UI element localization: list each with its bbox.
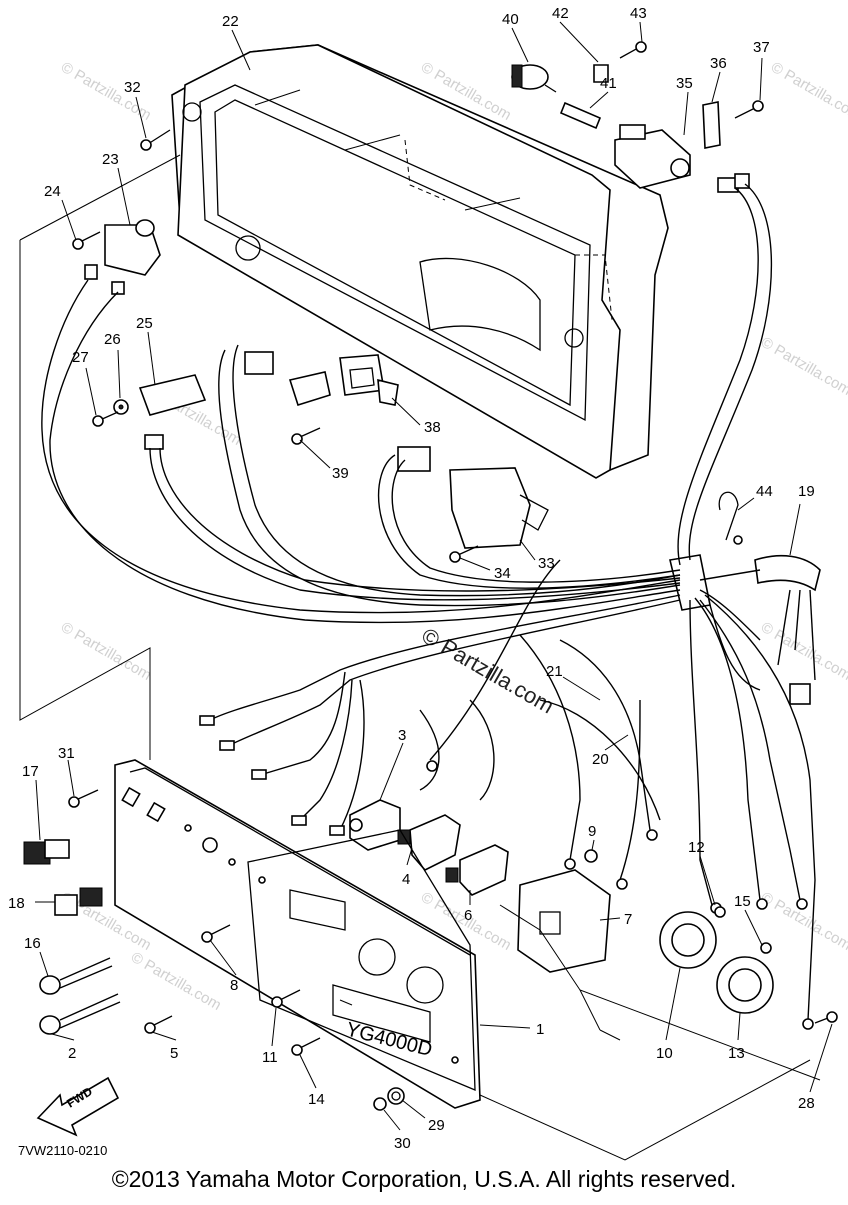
- forward-arrow: FWD: [36, 1076, 120, 1137]
- callout-33: 33: [538, 555, 555, 572]
- watermark: © Partzilla.com: [58, 619, 154, 684]
- upper-right-parts: [511, 41, 764, 193]
- callout-21: 21: [546, 663, 563, 680]
- left-upper-parts: [72, 129, 171, 295]
- transformer-38-area: [244, 351, 399, 445]
- module-25-area: [92, 374, 207, 450]
- callout-20: 20: [592, 751, 609, 768]
- callout-29: 29: [428, 1117, 445, 1134]
- harness-end-19: [669, 491, 821, 705]
- callout-17: 17: [22, 763, 39, 780]
- callout-3: 3: [398, 727, 406, 744]
- wiring-harness: [41, 183, 816, 1030]
- callout-44: 44: [756, 483, 773, 500]
- watermark-center: © Partzilla.com: [418, 623, 559, 719]
- capacitor-33-area: [397, 446, 549, 563]
- callout-2: 2: [68, 1045, 76, 1062]
- callout-9: 9: [588, 823, 596, 840]
- left-lower-parts: [23, 789, 121, 1035]
- front-panel: YG4000D: [114, 759, 481, 1109]
- callout-labels: 22 40 42 43 37 32 41 35 36 23 24 25 26 2…: [8, 5, 815, 1152]
- callout-40: 40: [502, 11, 519, 28]
- callout-23: 23: [102, 151, 119, 168]
- callout-39: 39: [332, 465, 349, 482]
- callout-43: 43: [630, 5, 647, 22]
- fasteners: [144, 924, 838, 1111]
- callout-22: 22: [222, 13, 239, 30]
- callout-1: 1: [536, 1021, 544, 1038]
- callout-35: 35: [676, 75, 693, 92]
- callout-19: 19: [798, 483, 815, 500]
- callout-6: 6: [464, 907, 472, 924]
- watermark: © Partzilla.com: [768, 59, 848, 124]
- callout-11: 11: [262, 1049, 278, 1066]
- callout-13: 13: [728, 1045, 745, 1062]
- watermark: © Partzilla.com: [758, 619, 848, 684]
- callout-37: 37: [753, 39, 770, 56]
- callout-31: 31: [58, 745, 75, 762]
- copyright-footer: ©2013 Yamaha Motor Corporation, U.S.A. A…: [111, 1166, 737, 1192]
- callout-38: 38: [424, 419, 441, 436]
- callout-42: 42: [552, 5, 569, 22]
- callout-26: 26: [104, 331, 121, 348]
- callout-24: 24: [44, 183, 61, 200]
- callout-10: 10: [656, 1045, 673, 1062]
- callout-28: 28: [798, 1095, 815, 1112]
- callout-5: 5: [170, 1045, 178, 1062]
- callout-25: 25: [136, 315, 153, 332]
- leader-lines: [35, 21, 833, 1131]
- drawing-code: 7VW2110-0210: [18, 1143, 108, 1158]
- control-box-housing: [171, 44, 669, 479]
- callout-7: 7: [624, 911, 632, 928]
- callout-12: 12: [688, 839, 705, 856]
- callout-8: 8: [230, 977, 238, 994]
- callout-14: 14: [308, 1091, 325, 1108]
- callout-18: 18: [8, 895, 25, 912]
- reference-lines: [19, 154, 821, 1161]
- callout-36: 36: [710, 55, 727, 72]
- receptacles: [517, 869, 774, 1014]
- callout-41: 41: [600, 75, 617, 92]
- switches: [349, 799, 598, 896]
- callout-4: 4: [402, 871, 410, 888]
- callout-15: 15: [734, 893, 751, 910]
- callout-34: 34: [494, 565, 511, 582]
- watermark: © Partzilla.com: [758, 334, 848, 399]
- callout-30: 30: [394, 1135, 411, 1152]
- callout-32: 32: [124, 79, 141, 96]
- callout-27: 27: [72, 349, 89, 366]
- callout-16: 16: [24, 935, 41, 952]
